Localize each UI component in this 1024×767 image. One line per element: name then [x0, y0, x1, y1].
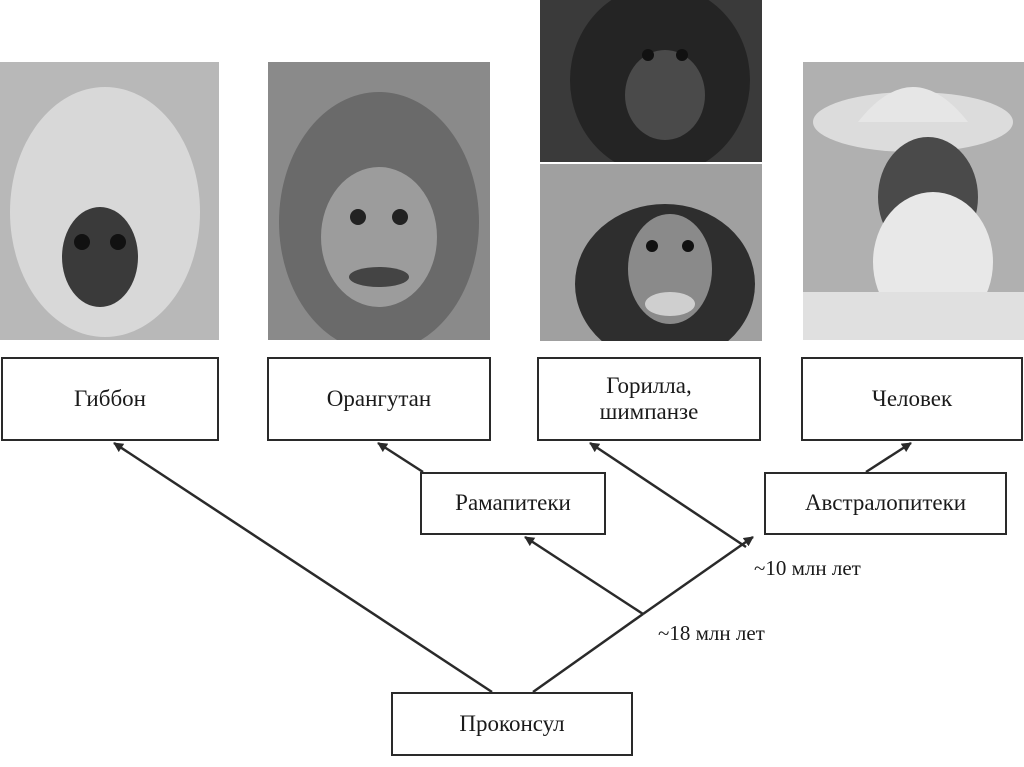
time-label-10-million: ~10 млн лет: [754, 556, 861, 580]
chimpanzee-face-icon: [540, 164, 762, 341]
gorilla-face-icon: [540, 0, 762, 162]
arrow-proconsul-to-gibbon: [113, 441, 493, 694]
node-australopithecus: Австралопитеки: [764, 472, 1007, 535]
human-face-icon: [803, 62, 1024, 340]
arrow-split10-to-gorilla: [589, 441, 747, 549]
chimpanzee-photo: [540, 164, 762, 341]
node-ramapithecus: Рамапитеки: [420, 472, 606, 535]
gibbon-face-icon: [0, 62, 219, 340]
node-gorilla-chimpanzee: Горилла, шимпанзе: [537, 357, 761, 441]
node-orangutan: Орангутан: [267, 357, 491, 441]
arrow-split18-to-ramapithecus: [524, 535, 644, 616]
arrow-ramapithecus-to-orangutan: [377, 441, 424, 474]
node-human: Человек: [801, 357, 1023, 441]
arrow-australopithecus-to-human: [865, 441, 912, 474]
arrow-split18-to-split10: [642, 535, 754, 616]
node-gibbon: Гиббон: [1, 357, 219, 441]
time-label-18-million: ~18 млн лет: [658, 621, 765, 645]
orangutan-face-icon: [268, 62, 490, 340]
gorilla-photo: [540, 0, 762, 162]
node-proconsul: Проконсул: [391, 692, 633, 756]
gibbon-photo: [0, 62, 219, 340]
line-proconsul-to-split: [532, 612, 644, 694]
orangutan-photo: [268, 62, 490, 340]
human-photo: [803, 62, 1024, 340]
